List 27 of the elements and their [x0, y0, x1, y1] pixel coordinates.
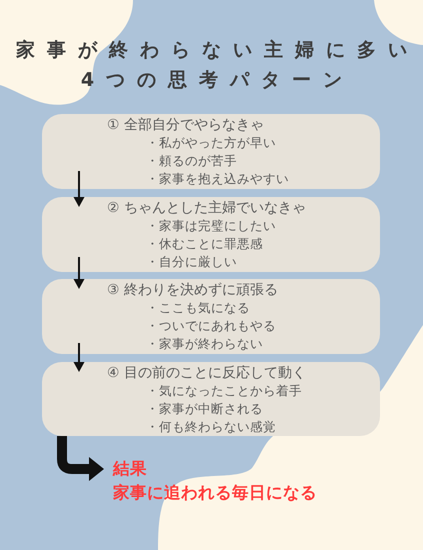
bullet-item: ・私がやった方が早い [146, 134, 276, 152]
bullet-item: ・頼るのが苦手 [146, 152, 237, 170]
step-heading: ③ 終わりを決めずに頑張る [107, 281, 278, 299]
arrow [74, 257, 84, 289]
bullet-item: ・何も終わらない感覚 [146, 418, 276, 436]
step-box [42, 362, 380, 436]
bullet-item: ・ついでにあれもやる [146, 317, 276, 335]
bullet-item: ・ここも気になる [146, 299, 250, 317]
arrow [74, 171, 84, 207]
bullet-item: ・気になったことから着手 [146, 382, 302, 400]
step-box [42, 279, 380, 354]
bullet-item: ・休むことに罪悪感 [146, 235, 263, 253]
result-text: 家事に追われる毎日になる [113, 482, 317, 504]
step-heading: ④ 目の前のことに反応して動く [107, 364, 306, 382]
bullet-item: ・家事は完璧にしたい [146, 217, 276, 235]
result-label: 結果 [113, 458, 147, 480]
arrow [74, 343, 84, 372]
bullet-item: ・自分に厳しい [146, 253, 237, 271]
step-heading: ① 全部自分でやらなきゃ [107, 116, 264, 134]
step-box [42, 114, 380, 189]
step-heading: ② ちゃんとした主婦でいなきゃ [107, 199, 306, 217]
bullet-item: ・家事が中断される [146, 400, 263, 418]
step-box [42, 197, 380, 272]
bullet-item: ・家事が終わらない [146, 335, 263, 353]
bullet-item: ・家事を抱え込みやすい [146, 170, 289, 188]
title: 家事が終わらない主婦に多い4つの思考パターン [15, 38, 420, 93]
bent-arrow [57, 436, 104, 481]
